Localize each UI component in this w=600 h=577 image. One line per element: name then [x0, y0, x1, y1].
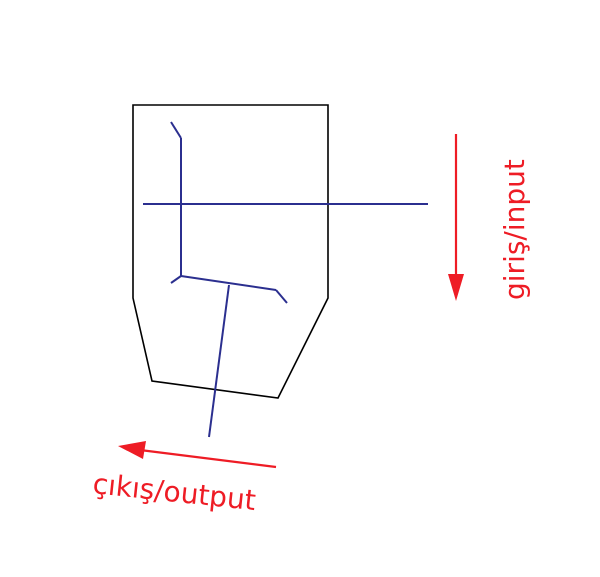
output-arrow-line — [139, 448, 277, 469]
output-arrow-head-icon — [118, 441, 146, 459]
input-label: giriş/input — [498, 159, 531, 300]
right-gear-tick — [275, 289, 288, 304]
housing-outline — [132, 104, 329, 399]
input-arrow-head-icon — [448, 274, 464, 301]
lower-shaft-line — [180, 275, 277, 291]
output-label: çıkış/output — [91, 467, 257, 517]
output-shaft-line — [208, 284, 230, 438]
bottom-gear-tick — [170, 275, 182, 284]
top-gear-tick — [170, 121, 182, 139]
